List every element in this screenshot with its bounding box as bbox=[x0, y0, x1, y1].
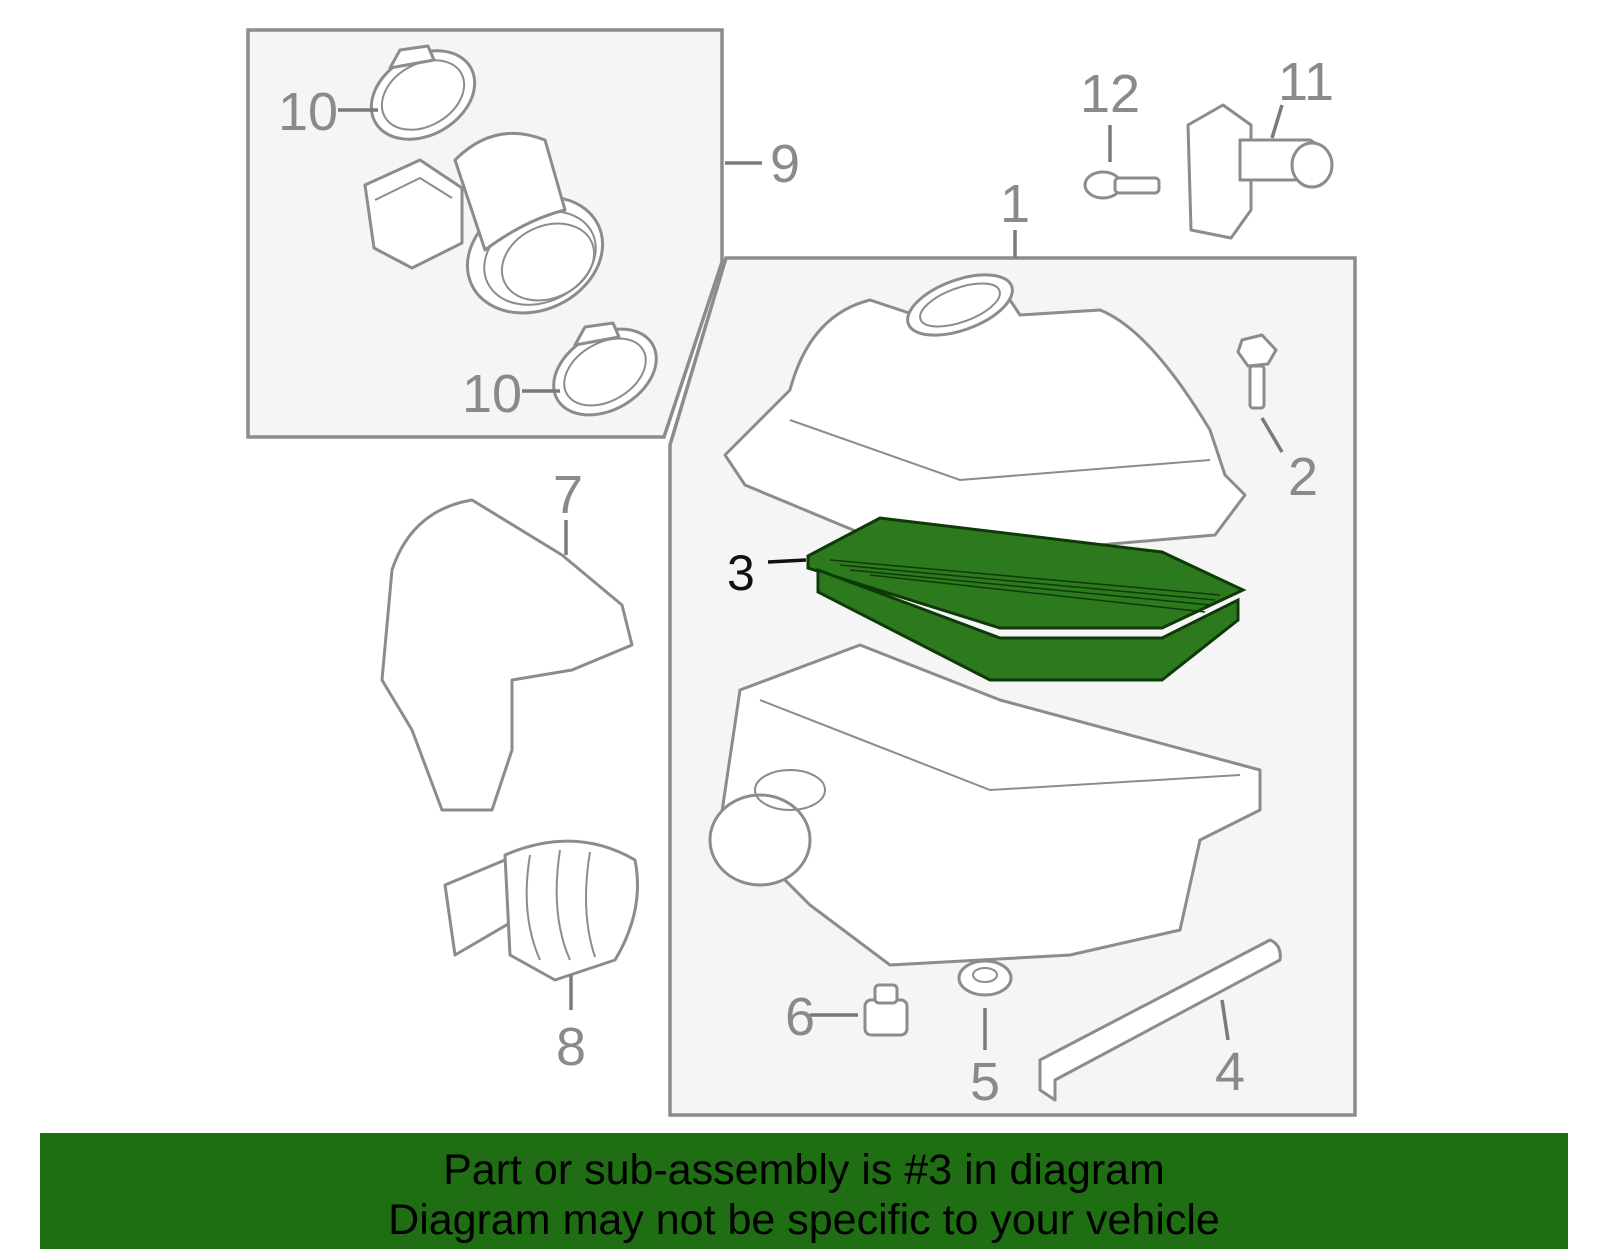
callout-1: 1 bbox=[1000, 174, 1030, 234]
callout-6: 6 bbox=[785, 987, 815, 1047]
leader-lines bbox=[338, 104, 1284, 1050]
callout-10-lower: 10 bbox=[462, 364, 522, 424]
air-intake-duct-7 bbox=[380, 498, 634, 812]
grommet-6 bbox=[863, 983, 909, 1037]
banner-line-disclaimer: Diagram may not be specific to your vehi… bbox=[388, 1196, 1220, 1244]
callout-11: 11 bbox=[1278, 52, 1334, 112]
bolt-2 bbox=[1236, 333, 1278, 410]
air-flow-sensor-11 bbox=[1186, 103, 1334, 240]
air-cleaner-case-upper bbox=[723, 273, 1247, 562]
cushion-5 bbox=[957, 959, 1013, 997]
clamp-10-lower bbox=[552, 321, 658, 417]
air-filter-element-3 bbox=[806, 516, 1247, 682]
bolt-12 bbox=[1083, 170, 1161, 200]
callout-3: 3 bbox=[727, 545, 755, 601]
inlet-hose-8 bbox=[443, 839, 639, 982]
callout-5: 5 bbox=[970, 1052, 1000, 1112]
banner-line-part: Part or sub-assembly is #3 in diagram bbox=[443, 1146, 1165, 1194]
info-banner: Part or sub-assembly is #3 in diagram Di… bbox=[40, 1133, 1568, 1249]
callout-12: 12 bbox=[1080, 64, 1140, 124]
callout-4: 4 bbox=[1215, 1042, 1245, 1102]
callout-10-upper: 10 bbox=[278, 82, 338, 142]
air-flow-meter-tube-9 bbox=[363, 131, 605, 315]
callout-8: 8 bbox=[556, 1017, 586, 1077]
callout-7: 7 bbox=[553, 465, 583, 525]
callout-2: 2 bbox=[1288, 447, 1318, 507]
clamp-10-upper bbox=[369, 44, 477, 141]
callout-9: 9 bbox=[770, 134, 800, 194]
air-cleaner-case-lower bbox=[708, 643, 1262, 967]
seal-strip-4 bbox=[1038, 938, 1282, 1102]
